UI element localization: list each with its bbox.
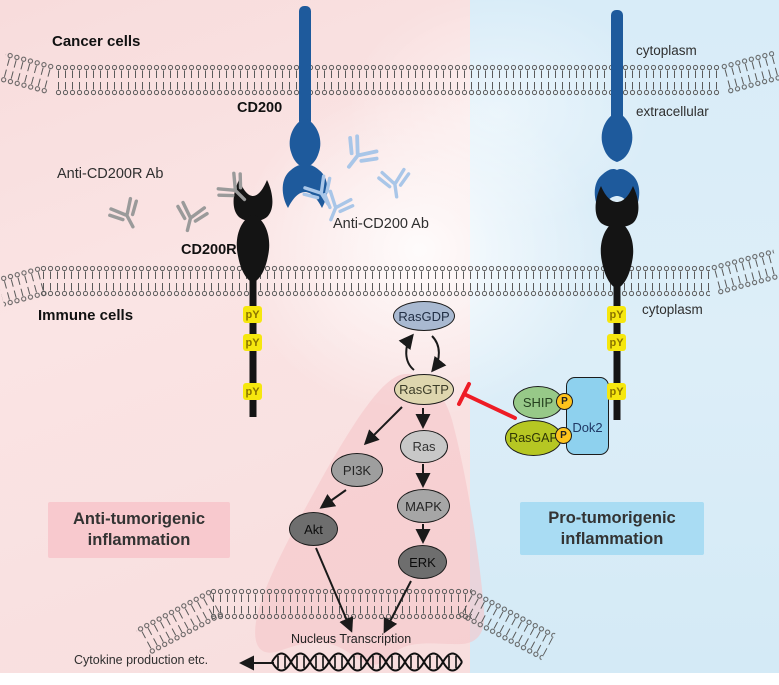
node-mapk: MAPK bbox=[397, 489, 450, 523]
cytokine-production-label: Cytokine production etc. bbox=[74, 653, 209, 667]
nucleus-transcription-label: Nucleus Transcription bbox=[291, 632, 412, 646]
py-site-right-3: pY bbox=[607, 383, 626, 400]
node-pi3k: PI3K bbox=[331, 453, 383, 487]
inhibition-line bbox=[457, 382, 517, 420]
node-dok2: Dok2 bbox=[566, 377, 609, 455]
cancer-cells-label: Cancer cells bbox=[52, 33, 141, 50]
cytoplasm-immune-label: cytoplasm bbox=[642, 302, 703, 317]
pathway-arrows bbox=[239, 333, 447, 671]
pro-banner-line2: inflammation bbox=[560, 529, 664, 548]
signaling-highlight-blob bbox=[255, 373, 485, 665]
anti-cd200-ab-label: Anti-CD200 Ab bbox=[333, 216, 429, 232]
node-rasgap: RasGAP bbox=[505, 420, 562, 456]
node-akt: Akt bbox=[289, 512, 338, 546]
py-site-left-3: pY bbox=[243, 383, 262, 400]
pro-banner-line1: Pro-tumorigenic bbox=[548, 508, 676, 527]
immune-cell-membrane bbox=[0, 248, 779, 308]
anti-banner-line2: inflammation bbox=[87, 531, 191, 549]
cd200r-receptor-right bbox=[595, 186, 639, 420]
cd200-receptor-left bbox=[282, 6, 328, 208]
anti-tumorigenic-banner: Anti-tumorigenic inflammation bbox=[48, 502, 230, 558]
py-site-right-2: pY bbox=[607, 334, 626, 351]
immune-cells-label: Immune cells bbox=[38, 307, 134, 324]
extracellular-label: extracellular bbox=[636, 104, 709, 119]
py-site-left-2: pY bbox=[243, 334, 262, 351]
cd200-label: CD200 bbox=[237, 100, 283, 116]
py-site-right-1: pY bbox=[607, 306, 626, 323]
phosphate-badge-ship: P bbox=[556, 393, 573, 410]
nucleus-membrane bbox=[134, 588, 556, 661]
cancer-cell-membrane bbox=[0, 49, 779, 96]
node-rasgdp: RasGDP bbox=[393, 301, 455, 331]
cd200r-receptor-left bbox=[233, 180, 273, 417]
cd200r-label: CD200R bbox=[181, 242, 237, 258]
py-site-left-1: pY bbox=[243, 306, 262, 323]
cd200-receptor-right bbox=[594, 10, 640, 212]
dna-helix bbox=[271, 652, 463, 672]
anti-cd200r-ab-label: Anti-CD200R Ab bbox=[57, 166, 164, 182]
node-ras: Ras bbox=[400, 430, 448, 463]
pro-tumorigenic-banner: Pro-tumorigenic inflammation bbox=[520, 502, 704, 555]
cytoplasm-cancer-label: cytoplasm bbox=[636, 43, 697, 58]
phosphate-badge-rasgap: P bbox=[555, 427, 572, 444]
anti-banner-line1: Anti-tumorigenic bbox=[73, 510, 205, 529]
node-erk: ERK bbox=[398, 545, 447, 579]
node-rasgtp: RasGTP bbox=[394, 374, 454, 405]
